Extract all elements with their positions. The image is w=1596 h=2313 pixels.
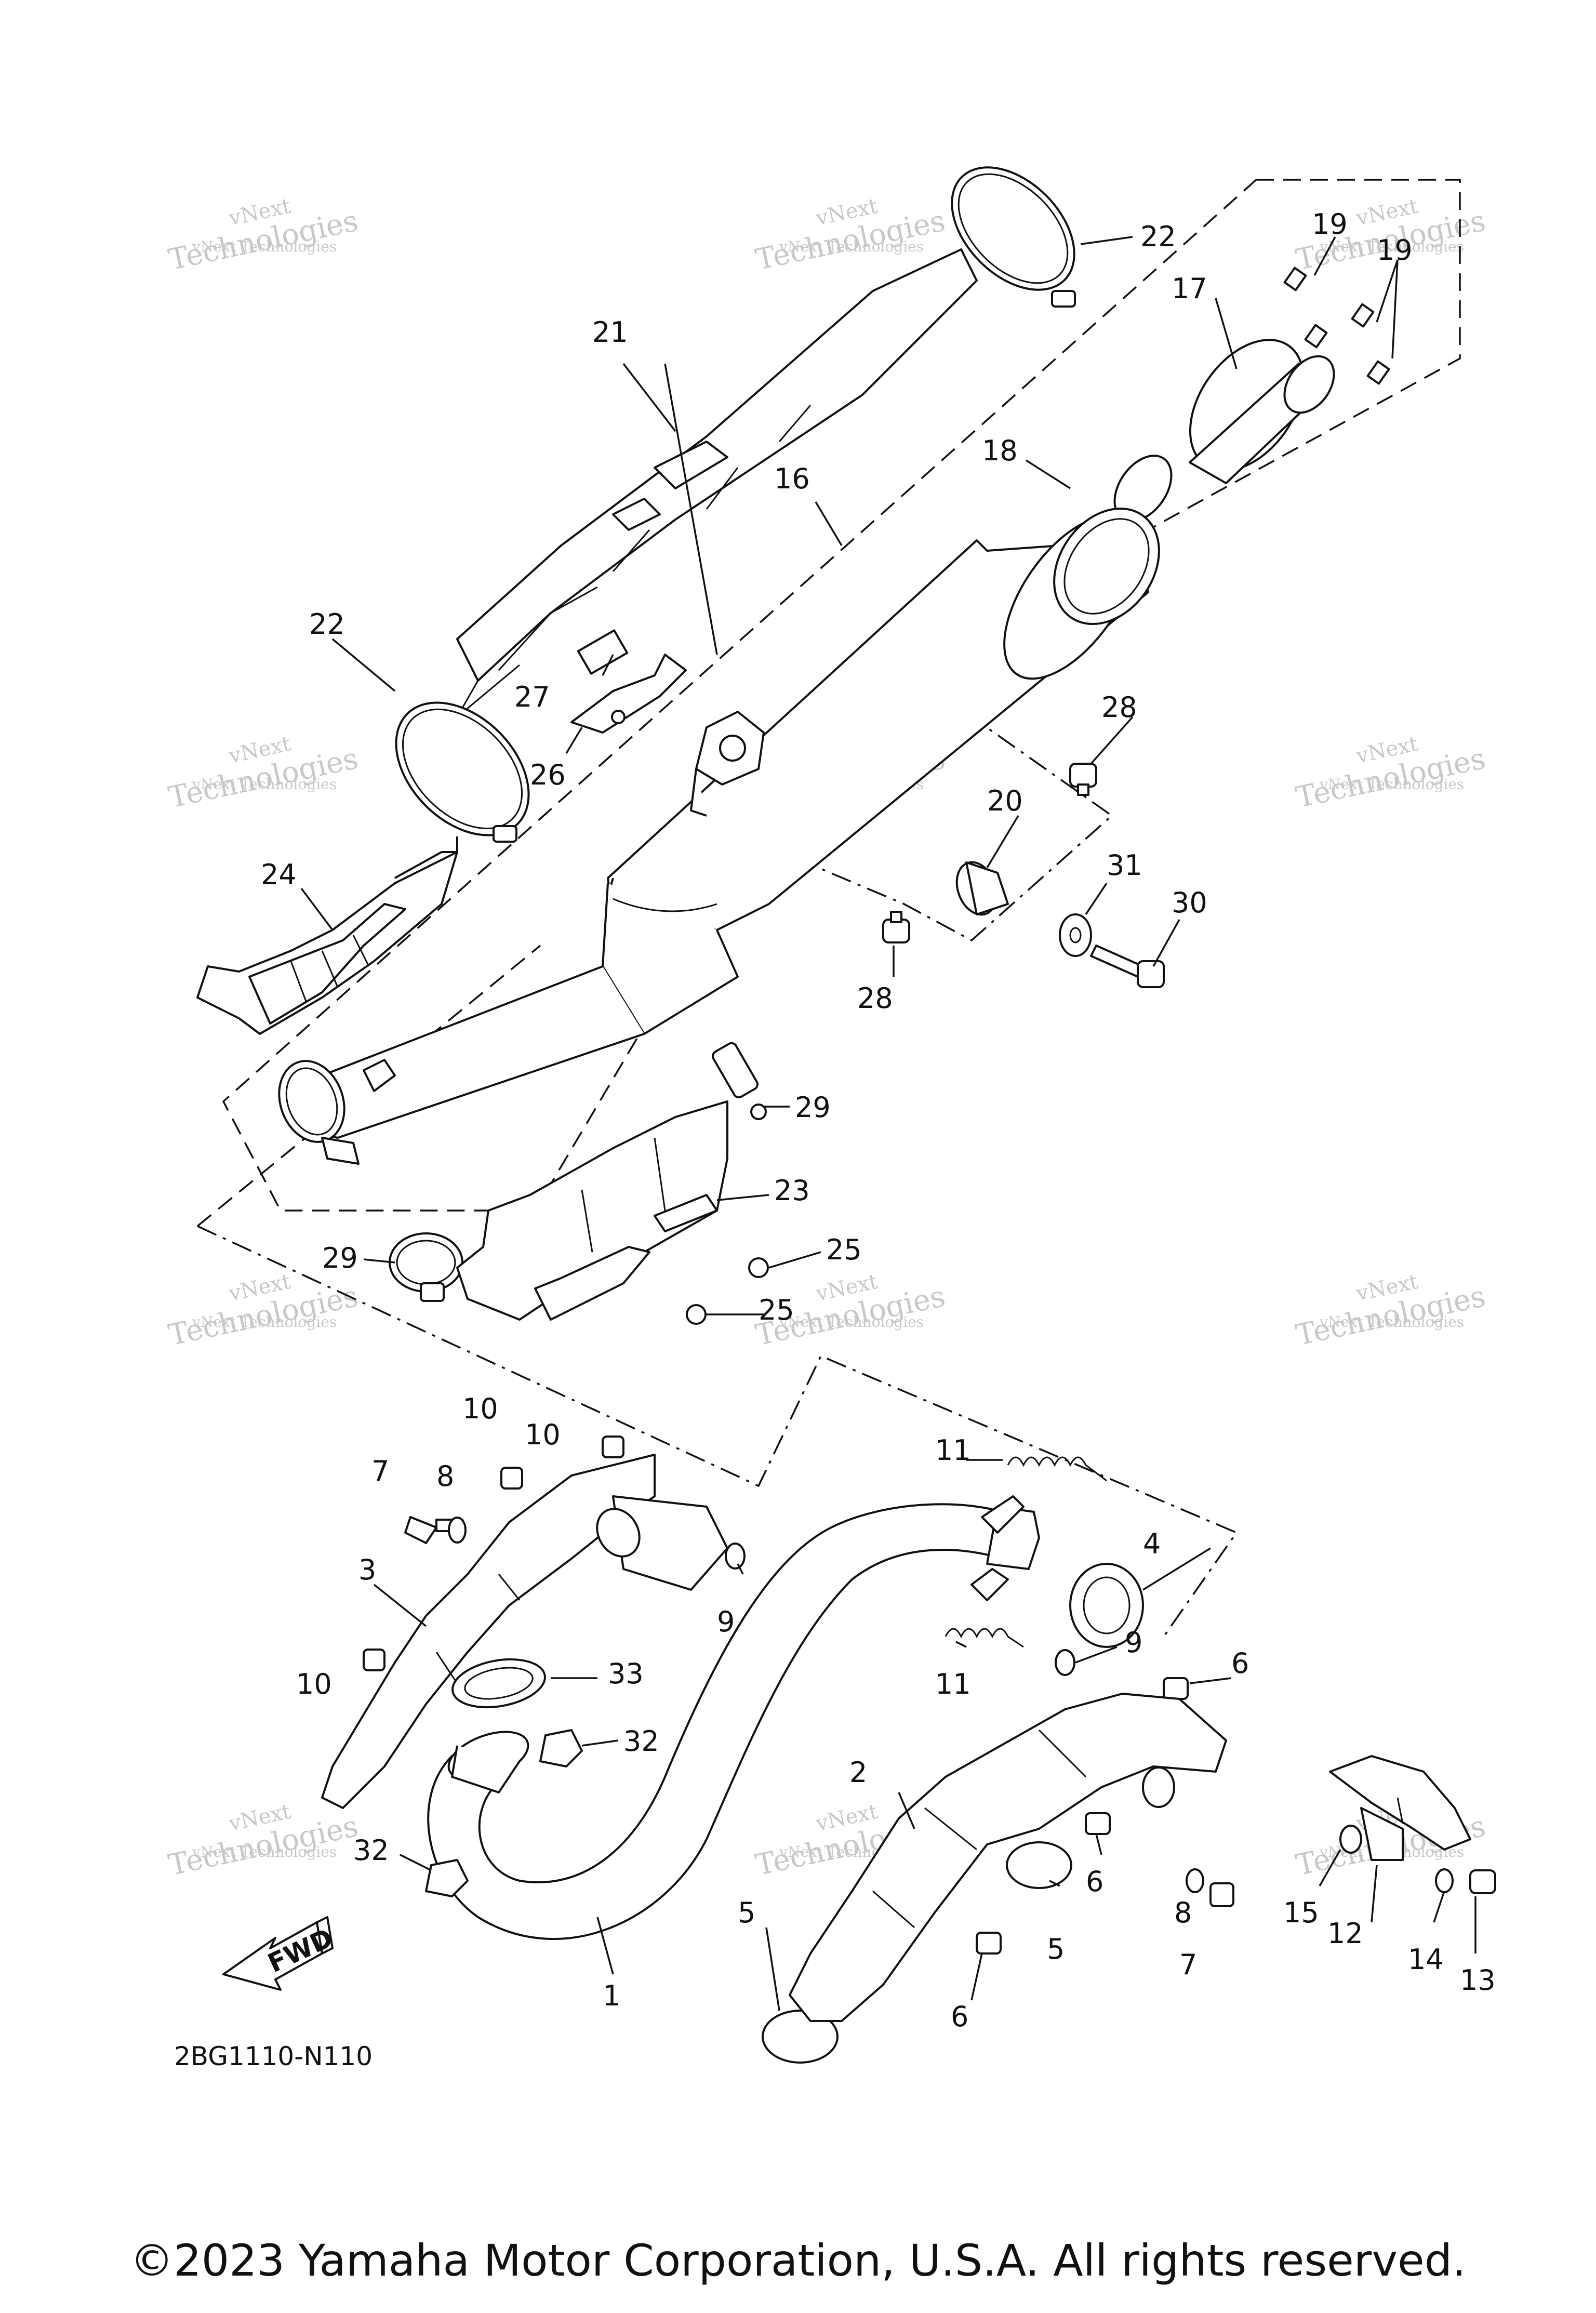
svg-text:vNext Technologies: vNext Technologies xyxy=(1319,1313,1464,1331)
end-protector-12 xyxy=(1329,1755,1471,1851)
callout-25: 25 xyxy=(826,1233,862,1266)
callout-9: 9 xyxy=(717,1605,735,1638)
callout-13: 13 xyxy=(1460,1964,1496,1997)
callout-8: 8 xyxy=(1174,1896,1192,1929)
callout-20: 20 xyxy=(987,785,1023,817)
callout-1: 1 xyxy=(603,1979,620,2012)
callout-32: 32 xyxy=(623,1725,659,1758)
hardware-lower xyxy=(363,1435,1496,2064)
callout-28: 28 xyxy=(1101,691,1137,724)
callout-6: 6 xyxy=(951,2000,968,2033)
muffler-16 xyxy=(290,515,1149,1139)
protector-24 xyxy=(196,836,458,1035)
callout-4: 4 xyxy=(1143,1527,1161,1560)
watermark: vNext Technologies vNext Technologies xyxy=(166,732,361,815)
callout-32: 32 xyxy=(353,1834,389,1867)
callout-8: 8 xyxy=(436,1460,454,1493)
callout-11: 11 xyxy=(935,1668,971,1700)
copyright-notice: ©2023 Yamaha Motor Corporation, U.S.A. A… xyxy=(130,2235,1466,2286)
muffler-stay xyxy=(690,711,765,817)
clamp-29-right xyxy=(712,1042,767,1120)
callout-22: 22 xyxy=(1140,220,1176,253)
callout-28: 28 xyxy=(857,982,893,1015)
callout-5: 5 xyxy=(738,1896,755,1929)
callout-25: 25 xyxy=(759,1294,794,1326)
callout-29: 29 xyxy=(322,1242,358,1274)
end-cap-17 xyxy=(1113,339,1335,522)
bracket-26-27 xyxy=(570,629,687,734)
callout-27: 27 xyxy=(514,681,550,713)
svg-text:vNext Technologies: vNext Technologies xyxy=(192,776,337,793)
bolts-19 xyxy=(1283,267,1390,385)
callout-33: 33 xyxy=(608,1657,644,1690)
watermark: vNext Technologies vNext Technologies xyxy=(1293,1270,1488,1353)
washer-31 xyxy=(1059,913,1092,957)
protector-23 xyxy=(456,1100,728,1321)
callout-16: 16 xyxy=(774,462,810,495)
watermark: vNext Technologies vNext Technologies xyxy=(1293,732,1488,815)
damper-20 xyxy=(955,861,1009,916)
watermark-group: vNext Technologies vNext Technologies vN… xyxy=(166,194,1488,1883)
svg-text:vNext Technologies: vNext Technologies xyxy=(1319,776,1464,793)
watermark: vNext Technologies vNext Technologies xyxy=(166,194,361,277)
svg-text:vNext Technologies: vNext Technologies xyxy=(779,238,924,255)
callout-10: 10 xyxy=(296,1668,332,1700)
bolt-28-bottom xyxy=(882,911,910,943)
callout-18: 18 xyxy=(982,434,1018,467)
silencer-2 xyxy=(789,1693,1227,2022)
svg-text:vNext Technologies: vNext Technologies xyxy=(192,1313,337,1331)
exhaust-pipe-1 xyxy=(427,1495,1040,1940)
svg-text:vNext Technologies: vNext Technologies xyxy=(779,1313,924,1331)
callout-21: 21 xyxy=(592,316,628,349)
svg-text:vNext Technologies: vNext Technologies xyxy=(192,1843,337,1860)
callout-11: 11 xyxy=(935,1434,971,1467)
callout-19: 19 xyxy=(1377,234,1413,267)
svg-text:vNext Technologies: vNext Technologies xyxy=(1319,238,1464,255)
band-clamp-22-top xyxy=(951,166,1076,308)
callout-17: 17 xyxy=(1172,272,1207,305)
callout-15: 15 xyxy=(1283,1896,1319,1929)
band-clamp-22-left xyxy=(395,701,530,843)
clamp-29-left xyxy=(389,1232,463,1302)
leader-lines xyxy=(300,236,1477,2011)
muffler-protector-21 xyxy=(456,248,978,718)
callout-10: 10 xyxy=(525,1418,561,1451)
callout-26: 26 xyxy=(530,759,566,791)
callout-23: 23 xyxy=(774,1174,810,1207)
fwd-arrow-icon: FWD xyxy=(222,1916,338,1991)
gasket-18 xyxy=(1053,507,1160,626)
bolt-30 xyxy=(1090,945,1165,988)
callout-30: 30 xyxy=(1172,886,1207,919)
callout-labels: 22 19 19 17 21 16 18 22 27 28 26 20 31 3… xyxy=(261,208,1496,2033)
callout-9: 9 xyxy=(1125,1626,1142,1659)
screws-25 xyxy=(686,1257,769,1325)
callout-7: 7 xyxy=(371,1455,389,1487)
callout-29: 29 xyxy=(795,1091,831,1124)
callout-12: 12 xyxy=(1327,1917,1363,1950)
svg-text:vNext Technologies: vNext Technologies xyxy=(192,238,337,255)
diagram-code: 2BG1110-N110 xyxy=(174,2041,373,2071)
callout-6: 6 xyxy=(1086,1865,1103,1898)
bolt-28-top xyxy=(1069,763,1097,796)
callout-3: 3 xyxy=(358,1553,376,1586)
callout-19: 19 xyxy=(1312,208,1348,241)
callout-24: 24 xyxy=(261,858,297,891)
callout-7: 7 xyxy=(1179,1948,1197,1981)
callout-5: 5 xyxy=(1047,1933,1065,1965)
callout-6: 6 xyxy=(1231,1647,1249,1680)
callout-2: 2 xyxy=(849,1756,867,1789)
protector-3 xyxy=(321,1454,728,1809)
callout-31: 31 xyxy=(1107,849,1142,882)
callout-14: 14 xyxy=(1408,1943,1444,1976)
callout-10: 10 xyxy=(462,1392,498,1425)
callout-22: 22 xyxy=(309,608,345,641)
muffler-inlet-ring xyxy=(278,1059,396,1165)
